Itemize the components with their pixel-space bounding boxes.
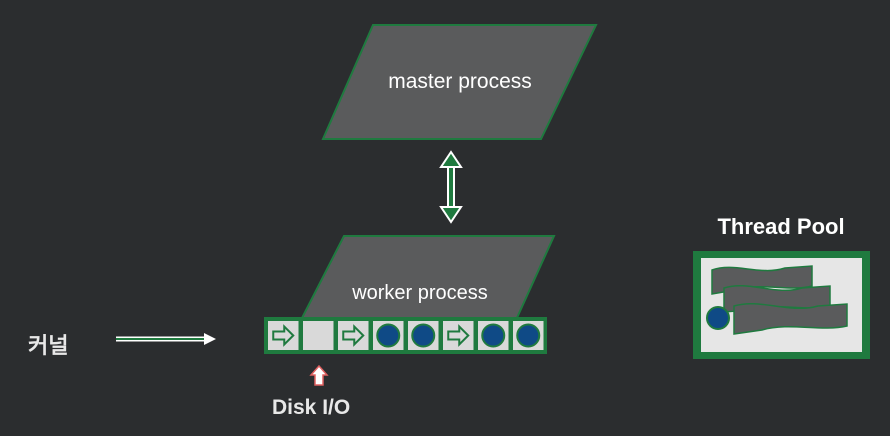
queue-circle-icon [411,323,436,348]
queue-arrow-icon [272,324,295,347]
master-process-label: master process [388,70,532,93]
queue-circle-icon [376,323,401,348]
thread-pool-panel [693,251,870,359]
queue-arrow-icon [447,324,470,347]
worker-process-box [299,235,556,321]
worker-process-label: worker process [352,282,488,304]
kernel-label: 커널 [28,333,69,358]
thread-pool-title: Thread Pool [717,214,845,239]
disk-io-label: Disk I/O [272,396,351,419]
kernel-arrow [116,333,216,345]
thread-task-circle [706,306,730,330]
disk-io-arrow [309,364,329,386]
master-process-box [321,24,598,140]
queue-slot [303,321,334,350]
master-worker-link-arrow [439,150,463,224]
queue-circle-icon [516,323,541,348]
queue-circle-icon [481,323,506,348]
thread-wave-3 [733,302,848,335]
event-queue [264,317,547,354]
queue-arrow-icon [342,324,365,347]
